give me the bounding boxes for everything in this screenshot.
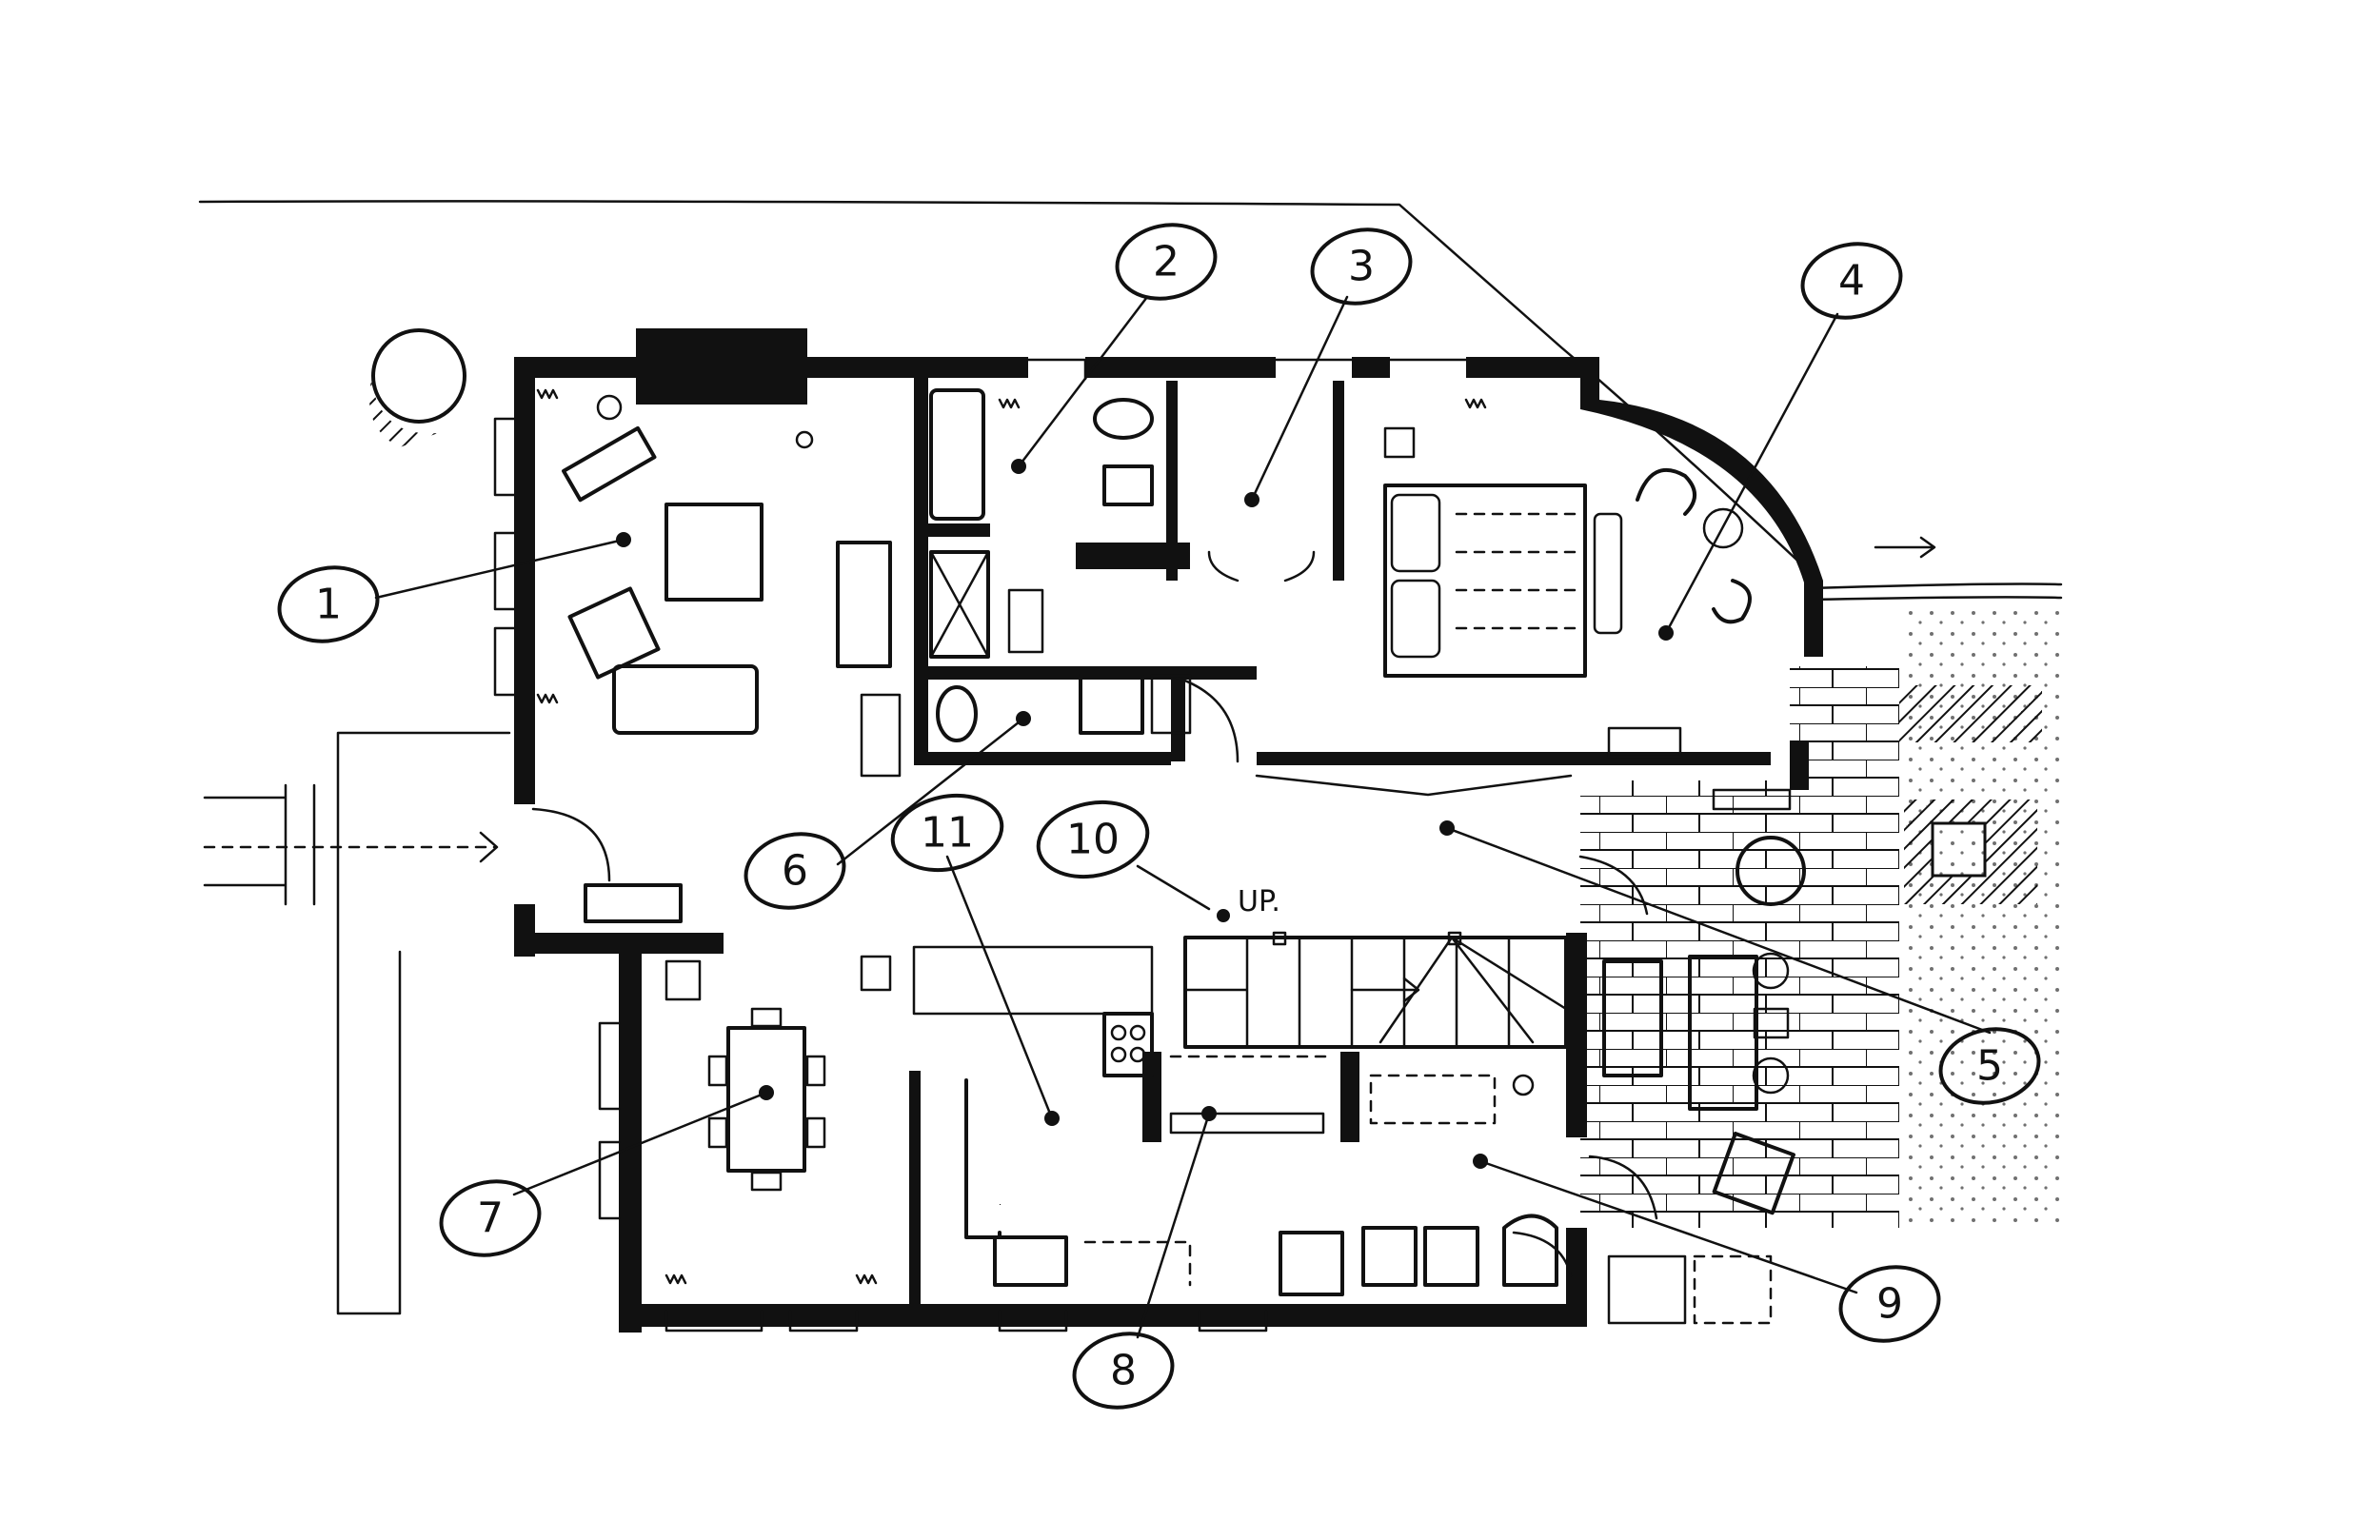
callout-4-label: 4 [1838, 257, 1865, 306]
callout-8-label: 8 [1110, 1347, 1137, 1395]
callout-5-label: 5 [1976, 1042, 2003, 1091]
openings [493, 358, 1658, 1333]
bench [562, 425, 657, 503]
furniture [562, 388, 1806, 1296]
callout-10-label: 10 [1066, 816, 1120, 864]
callout-7-label: 7 [477, 1194, 504, 1243]
tree-symbol [371, 328, 466, 424]
callout-6-label: 6 [782, 847, 808, 896]
bed [1383, 484, 1587, 678]
sink [993, 1235, 1068, 1287]
cooktop [1102, 1012, 1154, 1077]
shower [929, 550, 990, 659]
walls [514, 328, 1823, 1333]
radiators [536, 388, 1487, 1285]
sofa [612, 664, 759, 735]
armchair [567, 586, 661, 680]
side-cabinet [860, 693, 902, 778]
callout-10: 10 [1036, 800, 1150, 879]
stair-note-dot [1217, 909, 1230, 922]
callout-3-label: 3 [1348, 243, 1375, 291]
callout-3: 3 [1310, 227, 1413, 306]
dryer [1423, 1226, 1479, 1287]
callout-7: 7 [439, 1179, 542, 1257]
bathtub [929, 388, 985, 521]
coffee-table [664, 503, 764, 602]
sofa-right [836, 541, 892, 668]
bench-bedroom [1593, 512, 1623, 635]
toilet [1093, 398, 1154, 440]
washer [1361, 1226, 1418, 1287]
callout-11: 11 [890, 793, 1004, 873]
round-planter [1735, 836, 1806, 906]
callout-4: 4 [1800, 242, 1903, 320]
stair-note: UP. [1238, 885, 1280, 918]
staircase [1183, 931, 1568, 1049]
callout-5: 5 [1938, 1027, 2041, 1105]
patio-sofa [1602, 959, 1663, 1077]
callout-9-label: 9 [1876, 1280, 1903, 1329]
wc-toilet [936, 685, 978, 742]
callout-1-label: 1 [315, 581, 342, 629]
callout-8: 8 [1072, 1332, 1175, 1410]
callout-6: 6 [744, 832, 846, 910]
callout-dots [616, 459, 1674, 1169]
dining-table [726, 1026, 806, 1173]
callout-11-label: 11 [921, 809, 974, 858]
callout-leaders [374, 295, 1992, 1339]
callout-2-label: 2 [1153, 238, 1180, 286]
garden-dots [1904, 609, 2061, 1228]
console [584, 883, 683, 923]
patio-table [1688, 955, 1758, 1111]
site-context [198, 200, 2063, 1315]
basin [1102, 464, 1154, 506]
callout-2: 2 [1115, 223, 1218, 301]
callout-1: 1 [277, 565, 380, 643]
callout-9: 9 [1838, 1265, 1941, 1343]
